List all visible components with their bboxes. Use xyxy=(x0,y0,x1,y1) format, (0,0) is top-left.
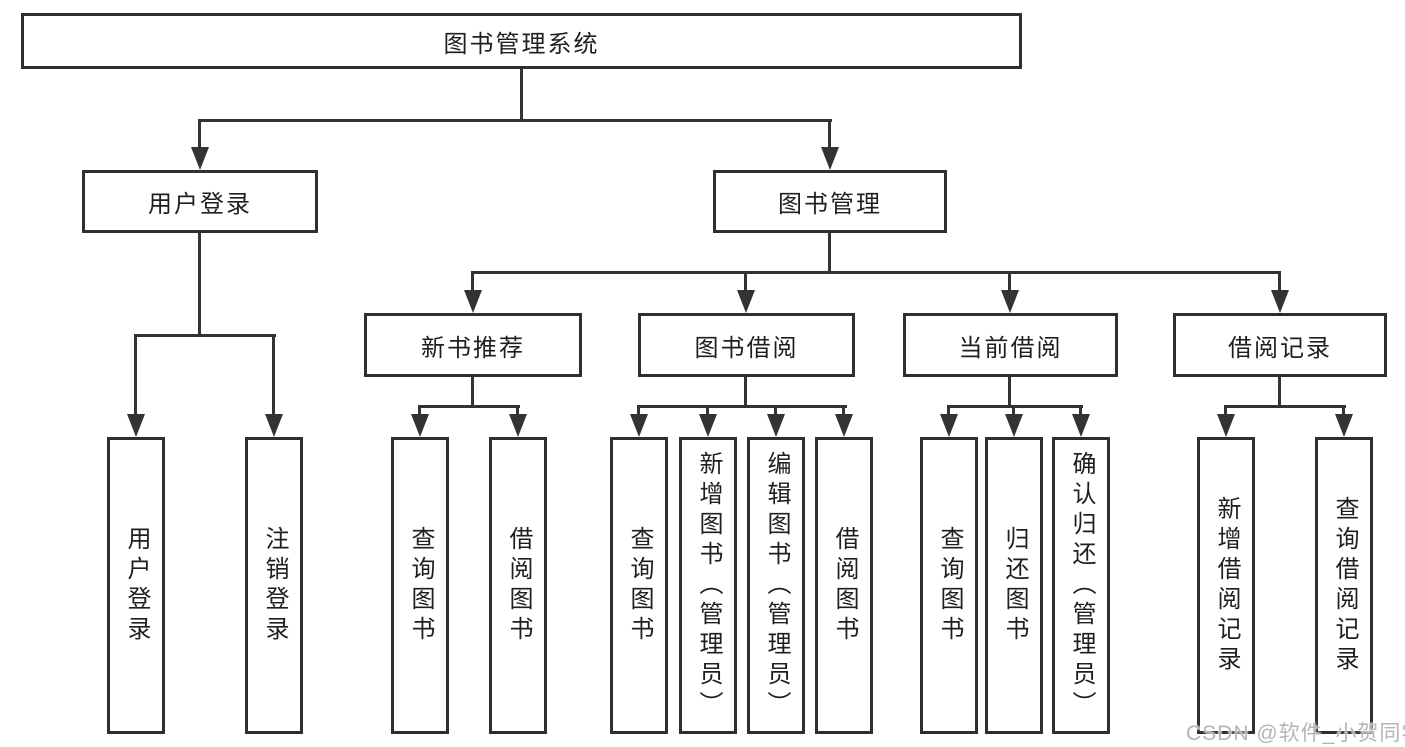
connector-line xyxy=(471,271,1281,274)
leaf-query-books-recommend: 查询图书 xyxy=(391,437,449,734)
leaf-query-books-borrow: 查询图书 xyxy=(610,437,668,734)
connector-line xyxy=(516,405,519,416)
connector-line xyxy=(1012,405,1015,416)
node-label: 图书管理系统 xyxy=(443,30,600,58)
node-root: 图书管理系统 xyxy=(21,13,1022,69)
leaf-label: 用户登录 xyxy=(123,525,150,646)
connector-line xyxy=(828,119,831,150)
leaf-borrow-books-borrow: 借阅图书 xyxy=(815,437,873,734)
connector-line xyxy=(198,119,832,122)
connector-line xyxy=(1079,405,1082,416)
node-label: 当前借阅 xyxy=(958,334,1063,362)
connector-line xyxy=(418,405,520,408)
node-label: 图书借阅 xyxy=(694,334,799,362)
arrowhead-down-icon xyxy=(630,414,648,437)
leaf-user-login: 用户登录 xyxy=(107,437,165,734)
leaf-edit-book-admin: 编辑图书（管理员） xyxy=(747,437,805,734)
arrowhead-down-icon xyxy=(411,414,429,437)
node-label: 借阅记录 xyxy=(1228,334,1332,362)
leaf-query-borrow-record: 查询借阅记录 xyxy=(1315,437,1373,734)
connector-line xyxy=(947,405,950,416)
connector-line xyxy=(1224,405,1227,416)
leaf-label: 借阅图书 xyxy=(505,525,532,646)
connector-line xyxy=(1342,405,1345,416)
connector-line xyxy=(272,334,275,416)
connector-line xyxy=(744,377,747,408)
connector-line xyxy=(828,233,831,274)
arrowhead-down-icon xyxy=(265,414,283,437)
arrowhead-down-icon xyxy=(699,414,717,437)
leaf-label: 查询借阅记录 xyxy=(1331,495,1358,676)
leaf-confirm-return-admin: 确认归还（管理员） xyxy=(1052,437,1110,734)
connector-line xyxy=(637,405,847,408)
node-new-book-recommend: 新书推荐 xyxy=(364,313,582,377)
connector-line xyxy=(1008,377,1011,408)
arrowhead-down-icon xyxy=(1335,414,1353,437)
arrowhead-down-icon xyxy=(1005,414,1023,437)
arrowhead-down-icon xyxy=(464,290,482,313)
leaf-return-book: 归还图书 xyxy=(985,437,1043,734)
leaf-add-book-admin: 新增图书（管理员） xyxy=(679,437,737,734)
node-book-management: 图书管理 xyxy=(713,170,947,233)
connector-line xyxy=(134,334,137,416)
leaf-label: 借阅图书 xyxy=(831,525,858,646)
leaf-add-borrow-record: 新增借阅记录 xyxy=(1197,437,1255,734)
connector-line xyxy=(471,271,474,293)
leaf-label: 查询图书 xyxy=(626,525,653,646)
arrowhead-down-icon xyxy=(1072,414,1090,437)
leaf-label: 归还图书 xyxy=(1001,525,1028,646)
leaf-label: 编辑图书（管理员） xyxy=(763,450,790,721)
arrowhead-down-icon xyxy=(767,414,785,437)
connector-line xyxy=(947,405,1083,408)
arrowhead-down-icon xyxy=(509,414,527,437)
leaf-borrow-books-recommend: 借阅图书 xyxy=(489,437,547,734)
node-borrow-records: 借阅记录 xyxy=(1173,313,1387,377)
node-label: 新书推荐 xyxy=(421,334,525,362)
arrowhead-down-icon xyxy=(1217,414,1235,437)
connector-line xyxy=(198,233,201,337)
leaf-query-books-current: 查询图书 xyxy=(920,437,978,734)
arrowhead-down-icon xyxy=(835,414,853,437)
connector-line xyxy=(842,405,845,416)
connector-line xyxy=(471,377,474,408)
leaf-label: 查询图书 xyxy=(407,525,434,646)
leaf-label: 新增借阅记录 xyxy=(1213,495,1240,676)
arrowhead-down-icon xyxy=(737,290,755,313)
leaf-label: 新增图书（管理员） xyxy=(695,450,722,721)
node-current-borrow: 当前借阅 xyxy=(903,313,1118,377)
arrowhead-down-icon xyxy=(1271,290,1289,313)
connector-line xyxy=(1278,377,1281,408)
connector-line xyxy=(744,271,747,293)
connector-line xyxy=(637,405,640,416)
node-label: 用户登录 xyxy=(148,191,252,218)
arrowhead-down-icon xyxy=(127,414,145,437)
connector-line xyxy=(1008,271,1011,293)
leaf-logout: 注销登录 xyxy=(245,437,303,734)
connector-line xyxy=(198,119,201,150)
connector-line xyxy=(520,69,523,122)
connector-line xyxy=(706,405,709,416)
connector-line xyxy=(774,405,777,416)
connector-line xyxy=(418,405,421,416)
connector-line xyxy=(134,334,276,337)
arrowhead-down-icon xyxy=(1001,290,1019,313)
csdn-watermark: CSDN @软件_小贺同学 xyxy=(1186,722,1405,745)
leaf-label: 确认归还（管理员） xyxy=(1068,450,1095,721)
connector-line xyxy=(1224,405,1346,408)
arrowhead-down-icon xyxy=(191,147,209,170)
node-user-login: 用户登录 xyxy=(82,170,318,233)
connector-line xyxy=(1278,271,1281,293)
node-label: 图书管理 xyxy=(778,191,882,218)
leaf-label: 查询图书 xyxy=(936,525,963,646)
arrowhead-down-icon xyxy=(940,414,958,437)
leaf-label: 注销登录 xyxy=(261,525,288,646)
arrowhead-down-icon xyxy=(821,147,839,170)
node-book-borrow: 图书借阅 xyxy=(638,313,855,377)
